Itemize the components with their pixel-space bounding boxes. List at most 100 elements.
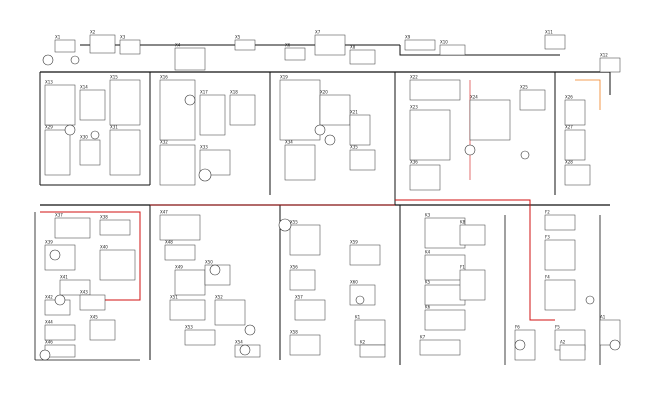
connector-block	[174, 269, 206, 296]
component-label: X2	[90, 30, 96, 35]
connector-block	[544, 239, 576, 271]
connector-block	[234, 39, 256, 51]
component-label: X57	[295, 295, 303, 300]
component-label: F6	[515, 325, 520, 330]
component-label: X21	[350, 110, 358, 115]
connector-block	[279, 79, 321, 141]
connector-block	[349, 149, 376, 171]
component-symbol	[585, 295, 595, 305]
component-label: K5	[425, 280, 431, 285]
component-label: X51	[170, 295, 178, 300]
component-label: X60	[350, 280, 358, 285]
red-wire-right	[395, 199, 555, 321]
connector-block	[469, 99, 511, 141]
connector-block	[44, 129, 71, 176]
component-label: K7	[420, 335, 426, 340]
component-label: X58	[290, 330, 298, 335]
connector-block	[284, 47, 306, 61]
component-label: F1	[460, 265, 465, 270]
component-symbol	[49, 249, 61, 261]
component-label: X44	[45, 320, 53, 325]
connector-block	[459, 269, 486, 301]
connector-block	[174, 47, 206, 71]
component-symbol	[184, 94, 196, 106]
component-symbol	[520, 150, 530, 160]
component-label: X49	[175, 265, 183, 270]
connector-block	[294, 299, 326, 321]
connector-block	[424, 284, 466, 306]
component-label: X46	[45, 340, 53, 345]
connector-block	[59, 279, 91, 296]
connector-block	[229, 94, 256, 126]
connector-block	[319, 94, 351, 126]
component-label: X17	[200, 90, 208, 95]
connector-block	[289, 224, 321, 256]
component-symbol	[244, 324, 256, 336]
component-label: X24	[470, 95, 478, 100]
component-label: F5	[555, 325, 560, 330]
connector-block	[184, 329, 216, 346]
connector-block	[44, 244, 76, 271]
component-label: K4	[425, 250, 431, 255]
component-label: X12	[600, 53, 608, 58]
component-label: X6	[285, 43, 291, 48]
component-label: X39	[45, 240, 53, 245]
component-label: X32	[160, 140, 168, 145]
connector-block	[519, 89, 546, 111]
connector-block	[89, 319, 116, 341]
component-label: X20	[320, 90, 328, 95]
component-label: X40	[100, 245, 108, 250]
connector-block	[544, 279, 576, 311]
bus-top-right	[399, 45, 560, 56]
component-symbol	[239, 344, 251, 356]
component-label: X11	[545, 30, 553, 35]
component-label: X25	[520, 85, 528, 90]
component-symbol	[314, 124, 326, 136]
connector-block	[349, 114, 371, 146]
component-label: X45	[90, 315, 98, 320]
component-label: X36	[410, 160, 418, 165]
component-label: X54	[235, 340, 243, 345]
connector-block	[439, 44, 466, 56]
connector-block	[544, 34, 566, 50]
connector-block	[289, 334, 321, 356]
component-label: K8	[460, 220, 466, 225]
connector-blocks	[39, 34, 621, 361]
connector-block	[89, 34, 116, 54]
connector-block	[109, 129, 141, 176]
connector-block	[349, 49, 376, 65]
connector-block	[159, 144, 196, 186]
connector-block	[199, 94, 226, 136]
component-symbol	[198, 168, 212, 182]
connector-block	[424, 309, 466, 331]
connector-block	[79, 294, 106, 311]
component-label: X10	[440, 40, 448, 45]
component-label: X4	[175, 43, 181, 48]
component-symbol	[70, 55, 80, 65]
component-label: X27	[565, 125, 573, 130]
component-label: A2	[560, 340, 566, 345]
component-symbol	[54, 294, 66, 306]
connector-block	[164, 244, 196, 261]
connector-block	[419, 339, 461, 356]
connector-block	[354, 319, 386, 346]
component-label: X56	[290, 265, 298, 270]
connector-block	[424, 217, 466, 249]
component-symbol	[64, 124, 76, 136]
connector-block	[559, 344, 586, 361]
connector-block	[359, 344, 386, 358]
component-label: X28	[565, 160, 573, 165]
component-label: X35	[350, 145, 358, 150]
component-label: X3	[120, 35, 126, 40]
orange-wire-right	[575, 79, 601, 110]
component-label: X34	[285, 140, 293, 145]
connector-block	[564, 129, 586, 161]
connector-block	[409, 164, 441, 191]
connector-block	[159, 79, 196, 141]
component-label: K1	[355, 315, 361, 320]
component-symbol	[514, 339, 526, 351]
component-label: X30	[80, 135, 88, 140]
component-label: X5	[235, 35, 241, 40]
connector-block	[169, 299, 206, 321]
